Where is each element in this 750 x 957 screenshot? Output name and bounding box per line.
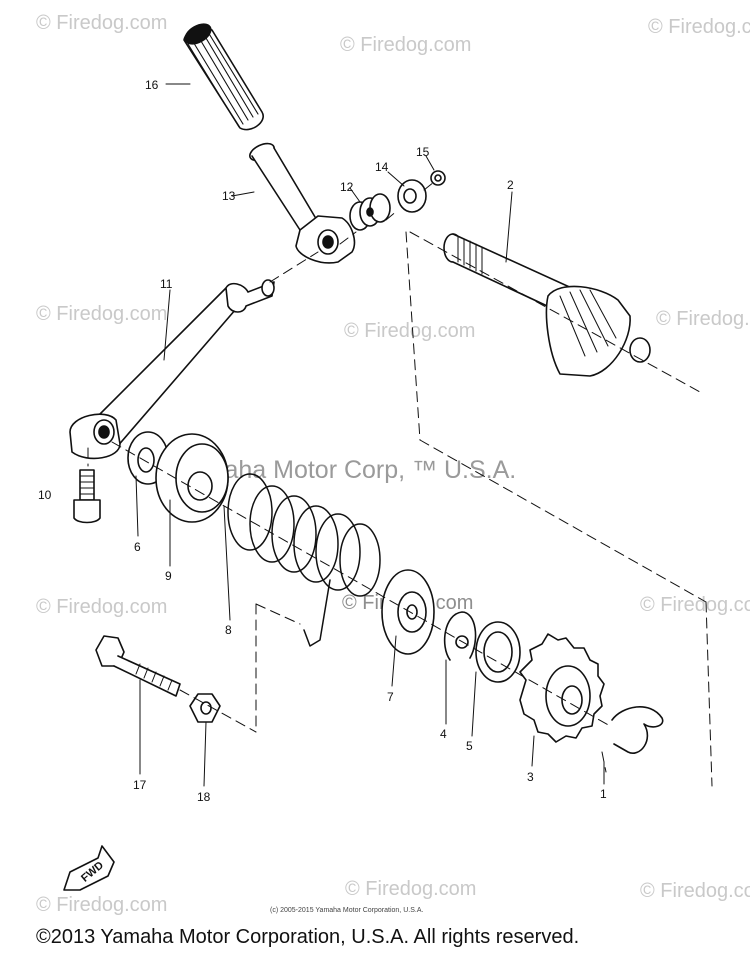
callout-17: 17 [133, 778, 147, 792]
watermark: © Firedog.com [648, 16, 750, 38]
alignment-lines [87, 181, 713, 787]
watermark: © Firedog.com [656, 308, 750, 330]
fwd-arrow-icon [63, 845, 115, 891]
callout-6: 6 [134, 540, 141, 554]
kick-spring-part-8 [227, 473, 381, 647]
watermark: © Firedog.com [640, 880, 750, 902]
watermark: © Firedog.com [36, 596, 168, 618]
callout-8: 8 [225, 623, 232, 637]
callout-7: 7 [387, 690, 394, 704]
clip-part-1 [611, 706, 664, 754]
watermark: © Firedog.com [340, 34, 472, 56]
nut-part-18 [189, 693, 221, 723]
watermark: © Firedog.com [36, 303, 168, 325]
watermark: © Firedog.com [344, 320, 476, 342]
spring-guide-part-9 [155, 433, 229, 523]
callout-9: 9 [165, 569, 172, 583]
callout-5: 5 [466, 739, 473, 753]
fine-copyright: (c) 2005-2015 Yamaha Motor Corporation, … [270, 907, 424, 914]
callout-11: 11 [160, 277, 173, 291]
callout-16: 16 [145, 78, 159, 92]
callout-18: 18 [197, 790, 211, 804]
bolt-part-17 [95, 635, 181, 697]
plate-part-7 [381, 569, 435, 655]
callout-10: 10 [38, 488, 52, 502]
bolt-part-10 [73, 469, 101, 524]
callout-13: 13 [222, 189, 236, 203]
callout-12: 12 [340, 180, 354, 194]
callout-2: 2 [507, 178, 514, 192]
footer-copyright: ©2013 Yamaha Motor Corporation, U.S.A. A… [36, 926, 580, 948]
kick-lever-part-11 [69, 279, 275, 460]
washer-part-5 [475, 621, 521, 683]
circlip-part-4 [443, 611, 477, 661]
kick-shaft-part-2 [443, 233, 651, 377]
watermark: © Firedog.com [36, 894, 168, 916]
kick-crank-part-13 [249, 142, 356, 264]
callout-3: 3 [527, 770, 534, 784]
callout-14: 14 [375, 160, 389, 174]
kick-grip-part-16 [183, 23, 264, 131]
clip-part-15 [430, 170, 446, 186]
watermark: © Firedog.com [345, 878, 477, 900]
leader-lines [79, 83, 605, 787]
watermark: © Firedog.com [36, 12, 168, 34]
spring-part-12 [349, 193, 391, 231]
watermark: © Firedog.com [640, 594, 750, 616]
washer-part-14 [397, 179, 427, 213]
callout-15: 15 [416, 145, 430, 159]
gear-part-3 [519, 633, 605, 743]
callout-1: 1 [600, 787, 607, 801]
callout-4: 4 [440, 727, 447, 741]
